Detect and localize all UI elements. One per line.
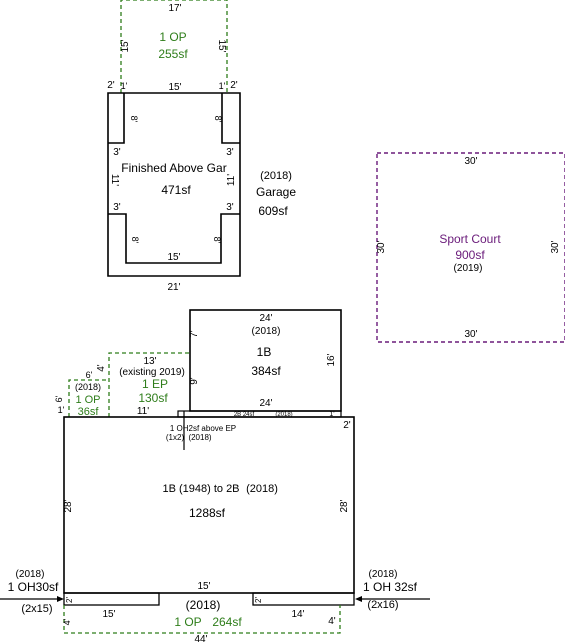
bottom-dim-4-left: 4'	[62, 618, 72, 625]
garage-notch-lower-left	[108, 213, 240, 264]
garage-dim-11-right: 11'	[226, 174, 237, 186]
top-porch-label: 1 OP	[159, 30, 186, 44]
ep-label: 1 EP	[142, 377, 168, 391]
small-porch-dim-1: 1'	[58, 405, 65, 415]
bottom-dim-44: 44'	[194, 634, 207, 642]
top-porch-dim-right: 15'	[216, 39, 227, 52]
small-porch-dim-top: 6'	[86, 370, 93, 380]
small-porch-outline	[68, 379, 109, 417]
sport-court-dim-left: 30'	[376, 240, 387, 253]
addition-1b-dim-bottom: 24'	[259, 398, 272, 409]
ep-area: 130sf	[138, 391, 168, 405]
ep-note: (existing 2019)	[119, 367, 185, 378]
oh-right-arrow-head	[355, 596, 362, 602]
top-porch-area: 255sf	[158, 47, 188, 61]
bottom-dim-2-left: 2'	[65, 597, 74, 603]
garage-dim-top-right: 2'	[230, 80, 238, 91]
enclosed-porch-outline	[108, 352, 190, 417]
overhang-ep-line2: (1x2)	[166, 433, 185, 442]
garage-dim-top: 15'	[168, 82, 181, 93]
main-house-outline	[63, 416, 355, 594]
oh-left-label: 1 OH30sf	[8, 580, 59, 594]
garage-dim-3-ll: 3'	[113, 202, 121, 213]
garage-dim-bottom: 21'	[167, 282, 180, 293]
addition-1b-year: (2018)	[252, 326, 281, 337]
garage-dim-8-ll: 8'	[130, 237, 140, 244]
oh-right-label: 1 OH 32sf	[363, 580, 418, 594]
addition-1b-label: 1B	[257, 345, 272, 359]
garage-dim-8-ur: 8'	[213, 116, 223, 123]
addition-1b-dim-top: 24'	[259, 313, 272, 324]
top-porch-dim-left: 15'	[120, 39, 131, 52]
garage-dim-3-lr: 3'	[226, 202, 234, 213]
garage-year: (2018)	[260, 170, 292, 182]
sport-court-dim-top: 30'	[464, 156, 477, 167]
bottom-dim-15-lower: 15'	[102, 609, 115, 620]
bottom-year: (2018)	[186, 598, 221, 612]
garage-dim-8-lr: 8'	[212, 237, 222, 244]
sport-court-area: 900sf	[455, 248, 485, 262]
garage-notch-upper-left	[108, 93, 125, 144]
overhang-ep-line1: 1 OH2sf above EP	[170, 424, 236, 433]
strip-outline	[177, 410, 342, 418]
addition-1b-area: 384sf	[251, 364, 281, 378]
sport-court-dim-bottom: 30'	[464, 329, 477, 340]
bottom-dim-14: 14'	[291, 609, 304, 620]
garage-dim-11-left: 11'	[109, 174, 120, 186]
main-dim-top-right: 2'	[343, 420, 351, 431]
main-year: (2018)	[246, 483, 278, 495]
sport-court-year: (2019)	[454, 263, 483, 274]
oh-left-arrow-head	[57, 596, 64, 602]
top-porch-dim-top: 17'	[168, 3, 181, 14]
ep-dim-bottom: 11'	[137, 406, 149, 417]
garage-title: Finished Above Gar	[121, 161, 226, 175]
garage-area: 471sf	[161, 183, 191, 197]
oh-right-size: (2x16)	[367, 599, 398, 611]
garage-area-609: 609sf	[258, 204, 288, 218]
ep-dim-right: 9'	[189, 377, 200, 385]
bottom-porch-outline	[63, 605, 341, 634]
garage-label: Garage	[256, 185, 296, 199]
addition-1b-dim-left: 7'	[189, 330, 200, 338]
garage-outline	[107, 92, 241, 277]
garage-dim-3-ur: 3'	[226, 147, 234, 158]
oh-left-year: (2018)	[16, 569, 45, 580]
ep-dim-left: 4'	[96, 364, 107, 372]
bottom-porch-area: 264sf	[212, 615, 242, 629]
main-dim-right: 28'	[339, 499, 350, 512]
garage-dim-8-ul: 8'	[129, 116, 139, 123]
small-porch-dim-left: 6'	[54, 395, 64, 402]
small-porch-year: (2018)	[75, 382, 101, 392]
top-porch-outline	[120, 0, 228, 93]
sport-court-label: Sport Court	[439, 232, 501, 246]
main-area: 1288sf	[189, 506, 226, 520]
oh-right-outline	[252, 592, 355, 606]
strip-left-label: 2B 24sf	[234, 412, 255, 418]
small-porch-area: 36sf	[78, 406, 100, 418]
addition-1b-dim-right: 16'	[326, 353, 337, 366]
oh-right-year: (2018)	[369, 569, 398, 580]
strip-dim-right: 1'	[329, 411, 334, 418]
small-porch-label: 1 OP	[75, 394, 100, 406]
bottom-dim-15-upper: 15'	[197, 581, 210, 592]
sport-court-dim-right: 30'	[550, 240, 561, 253]
garage-dim-top-left: 2'	[107, 80, 115, 91]
oh-left-size: (2x15)	[21, 603, 52, 615]
bottom-dim-4-right: 4'	[328, 616, 336, 627]
bottom-porch-label: 1 OP	[174, 615, 201, 629]
garage-dim-1-right: 1'	[219, 81, 226, 91]
main-dim-left: 28'	[63, 499, 74, 512]
bottom-dim-2-right: 2'	[254, 597, 263, 603]
oh-left-outline	[63, 592, 160, 606]
garage-notch-upper-right	[221, 93, 240, 144]
overhang-ep-line3: (2018)	[188, 433, 211, 442]
garage-dim-inner-bottom: 15'	[167, 252, 180, 263]
garage-dim-3-ul: 3'	[113, 147, 121, 158]
garage-dim-1-left: 1'	[121, 81, 128, 91]
sport-court-outline	[376, 152, 565, 343]
main-label: 1B (1948) to 2B	[162, 483, 239, 495]
ep-dim-top: 13'	[143, 356, 156, 367]
strip-right-label: (2018)	[275, 412, 292, 418]
